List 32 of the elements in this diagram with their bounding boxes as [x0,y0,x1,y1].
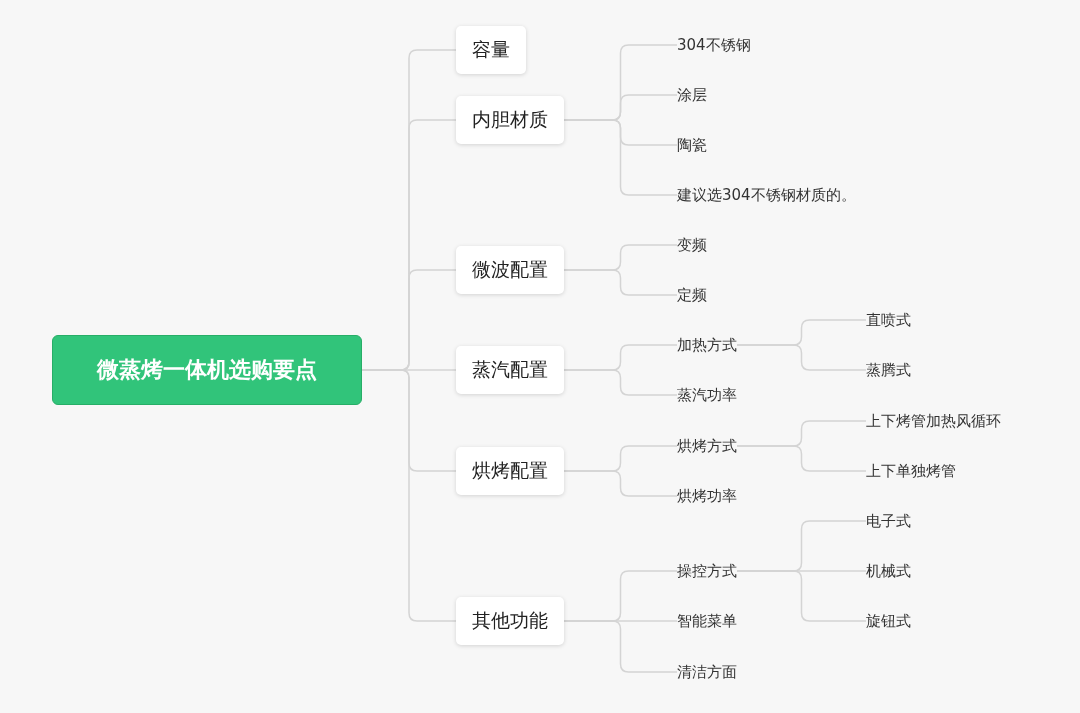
subtopic-text: 陶瓷 [677,133,707,157]
subtopic-text: 加热方式 [677,333,737,357]
subtopic-text: 蒸腾式 [866,358,911,382]
subtopic-text: 旋钮式 [866,609,911,633]
topic-card: 微波配置 [456,246,564,294]
subtopic-text: 直喷式 [866,308,911,332]
topic-card: 内胆材质 [456,96,564,144]
connector-line [563,269,678,296]
subtopic-text: 清洁方面 [677,660,737,684]
subtopic-text: 上下烤管加热风循环 [866,409,1001,433]
subtopic-text: 建议选304不锈钢材质的。 [677,183,856,207]
subtopic-text: 定频 [677,283,707,307]
subtopic-text: 变频 [677,233,707,257]
subtopic-text: 蒸汽功率 [677,383,737,407]
topic-card: 蒸汽配置 [456,346,564,394]
subtopic-text: 304不锈钢 [677,33,751,57]
subtopic-text: 机械式 [866,559,911,583]
subtopic-text: 烘烤方式 [677,434,737,458]
connector-line [563,470,678,497]
subtopic-text: 智能菜单 [677,609,737,633]
subtopic-text: 电子式 [866,509,911,533]
subtopic-text: 操控方式 [677,559,737,583]
subtopic-text: 上下单独烤管 [866,459,956,483]
topic-card: 容量 [456,26,526,74]
central-topic-box: 微蒸烤一体机选购要点 [52,335,362,405]
connector-line [563,369,678,396]
topic-card: 烘烤配置 [456,447,564,495]
subtopic-text: 烘烤功率 [677,484,737,508]
topic-card: 其他功能 [456,597,564,645]
connector-line [736,344,867,371]
subtopic-text: 涂层 [677,83,707,107]
connector-line [736,445,867,472]
